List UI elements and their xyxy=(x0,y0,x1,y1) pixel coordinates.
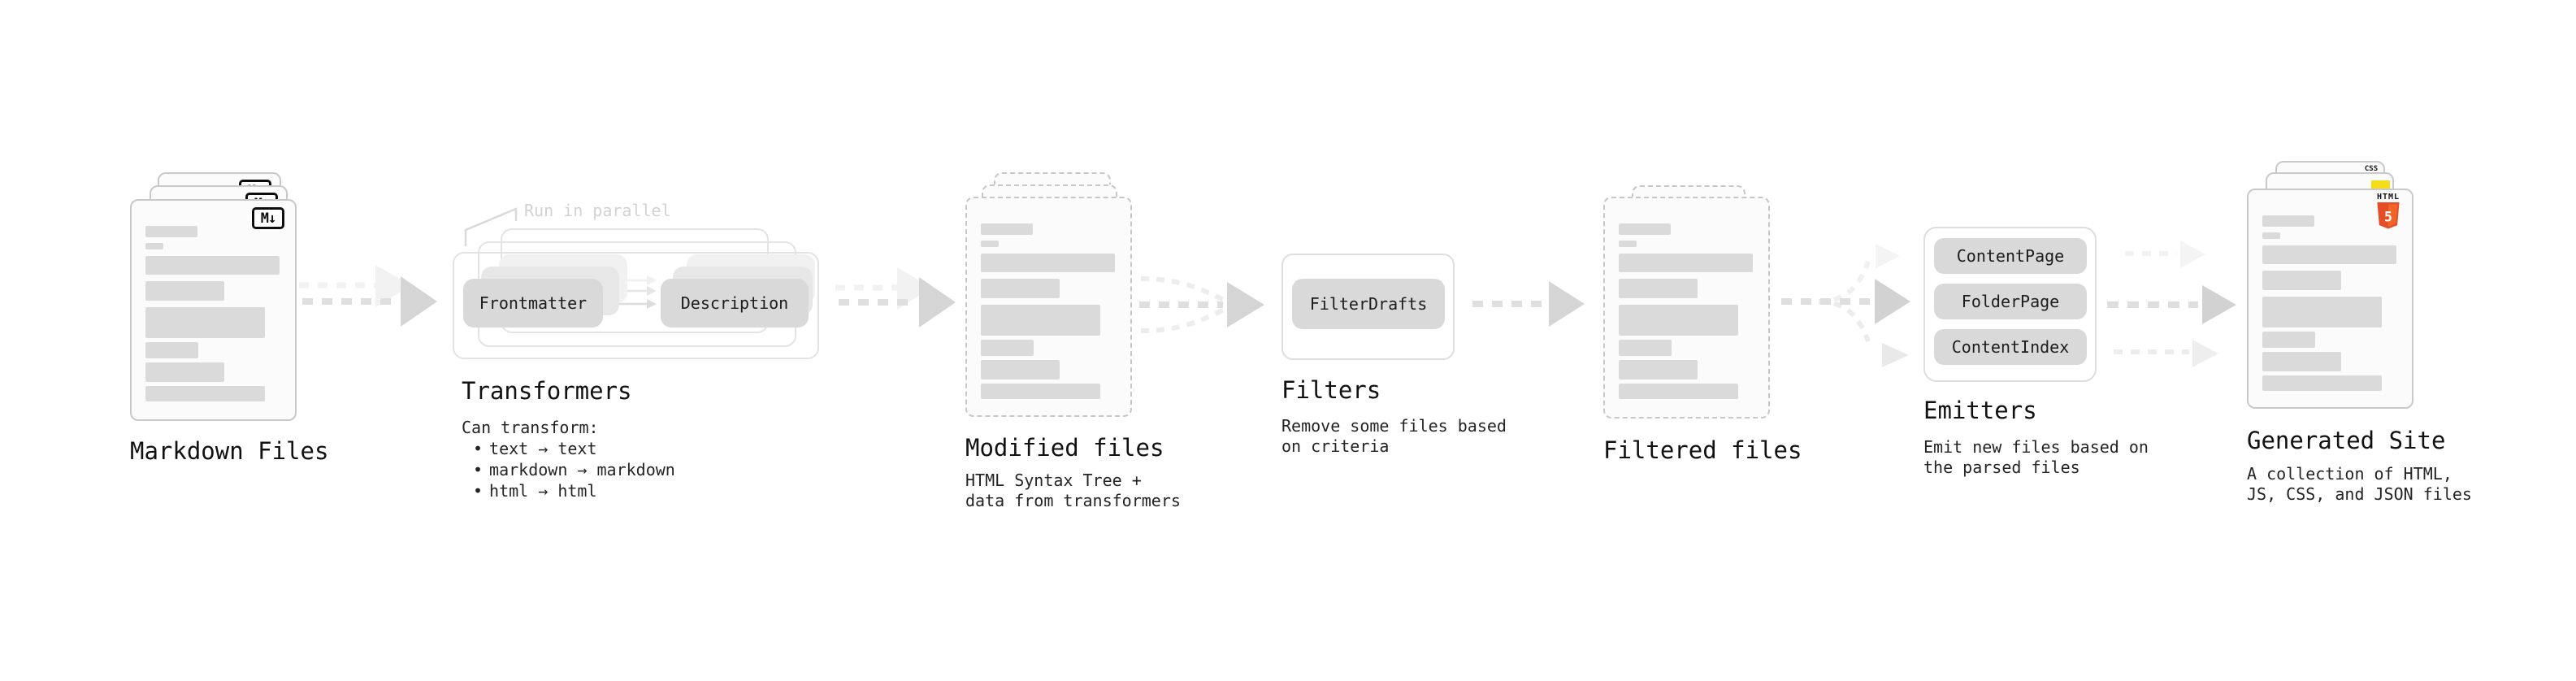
doc-text-bar xyxy=(2262,245,2396,264)
doc-text-bar xyxy=(1619,384,1738,399)
doc-text-bar xyxy=(2262,352,2341,371)
generated-site-title: Generated Site xyxy=(2247,427,2446,454)
doc-text-bar xyxy=(981,241,999,247)
doc-text-bar xyxy=(1619,360,1698,380)
doc-text-bar xyxy=(2262,332,2315,348)
arrow-emitters-to-generated xyxy=(2107,241,2236,367)
doc-text-bar xyxy=(2262,232,2280,239)
doc-text-bar xyxy=(981,360,1060,380)
doc-text-bar xyxy=(1619,241,1637,247)
doc-text-bar xyxy=(2262,271,2341,290)
bullet-icon: • xyxy=(473,439,484,458)
doc-text-bar xyxy=(145,386,265,401)
frontmatter-node: Frontmatter xyxy=(463,279,603,327)
filters-description: Remove some files based on criteria xyxy=(1281,416,1507,456)
emitters-title: Emitters xyxy=(1923,397,2037,424)
arrow-modified-to-filters-merge xyxy=(1139,276,1264,333)
run-in-parallel-label: Run in parallel xyxy=(524,201,671,220)
doc-text-bar xyxy=(145,256,280,275)
doc-text-bar xyxy=(2262,375,2382,391)
filtered-files-title: Filtered files xyxy=(1603,436,1802,464)
doc-text-bar xyxy=(1619,254,1753,272)
transformers-description: Can transform: •text → text •markdown → … xyxy=(462,417,675,501)
run-in-parallel-leader-line xyxy=(464,207,518,246)
markdown-icon: M↓ xyxy=(252,207,284,229)
doc-text-bar xyxy=(1619,279,1698,298)
doc-text-bar xyxy=(981,384,1100,399)
html5-icon: HTML 5 xyxy=(2374,193,2402,229)
emitters-container xyxy=(1923,227,2097,382)
doc-text-bar xyxy=(981,305,1100,336)
doc-text-bar xyxy=(981,223,1033,235)
doc-text-bar xyxy=(145,243,163,249)
doc-text-bar xyxy=(1619,340,1672,356)
transformer-container-front xyxy=(453,252,819,359)
js-file-icon xyxy=(2371,180,2390,189)
arrow-filtered-to-emitters-fanout xyxy=(1781,244,1910,367)
folderpage-node: FolderPage xyxy=(1934,284,2087,319)
arrow-markdown-to-transformers xyxy=(299,265,437,327)
markdown-document-front: M↓ xyxy=(130,199,297,421)
emitters-description: Emit new files based on the parsed files xyxy=(1923,437,2149,477)
transform-bullet: •markdown → markdown xyxy=(473,460,675,479)
contentindex-node: ContentIndex xyxy=(1934,329,2087,365)
transform-bullet: •html → html xyxy=(473,481,597,501)
bullet-icon: • xyxy=(473,460,484,479)
doc-text-bar xyxy=(1619,305,1738,336)
doc-text-bar xyxy=(145,226,197,237)
transform-bullet: •text → text xyxy=(473,439,597,458)
markdown-files-title: Markdown Files xyxy=(130,437,329,465)
arrow-transformers-to-modified xyxy=(835,267,956,327)
filterdrafts-node: FilterDrafts xyxy=(1292,279,1445,329)
can-transform-label: Can transform: xyxy=(462,418,599,437)
description-node: Description xyxy=(661,279,809,327)
generated-document-html: HTML 5 xyxy=(2247,189,2413,409)
doc-text-bar xyxy=(2262,297,2382,327)
doc-text-bar xyxy=(145,342,198,358)
modified-files-description: HTML Syntax Tree + data from transformer… xyxy=(965,471,1181,510)
arrow-filters-to-filtered xyxy=(1472,281,1585,327)
doc-text-bar xyxy=(1619,223,1671,235)
filters-title: Filters xyxy=(1281,376,1381,404)
doc-text-bar xyxy=(2262,215,2314,227)
svg-text:5: 5 xyxy=(2384,209,2392,224)
filters-container xyxy=(1281,254,1455,360)
bullet-icon: • xyxy=(473,481,484,501)
modified-document-front xyxy=(965,197,1132,417)
doc-text-bar xyxy=(145,362,224,382)
doc-text-bar xyxy=(981,254,1115,272)
transformers-title: Transformers xyxy=(462,377,632,405)
doc-text-bar xyxy=(145,307,265,338)
doc-text-bar xyxy=(981,279,1060,298)
doc-text-bar xyxy=(145,281,224,301)
filtered-document-front xyxy=(1603,197,1770,419)
modified-files-title: Modified files xyxy=(965,434,1164,462)
generated-site-description: A collection of HTML, JS, CSS, and JSON … xyxy=(2247,464,2472,504)
doc-text-bar xyxy=(981,340,1034,356)
contentpage-node: ContentPage xyxy=(1934,238,2087,274)
